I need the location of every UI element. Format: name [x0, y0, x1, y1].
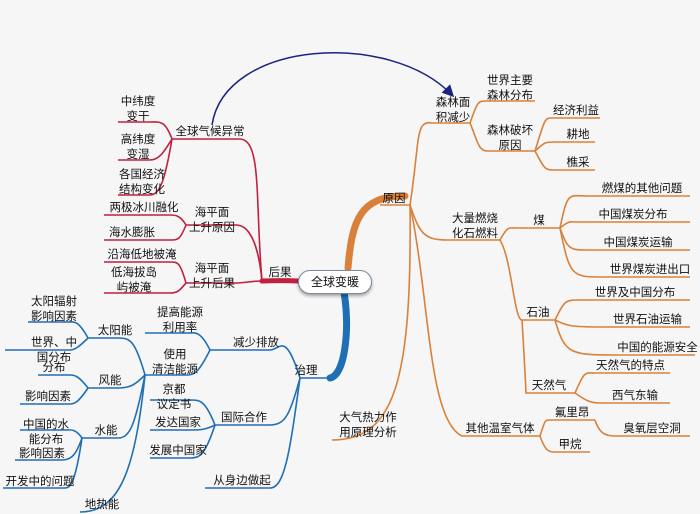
developed[interactable]: 发达国家 — [155, 415, 201, 429]
central-topic[interactable]: 全球变暖 — [298, 270, 372, 294]
kyoto[interactable]: 京都 议定书 — [156, 382, 192, 411]
energy-efficiency[interactable]: 提高能源 利用率 — [157, 305, 203, 334]
oil[interactable]: 石油 — [526, 305, 550, 319]
forest-loss[interactable]: 森林面 积减少 — [435, 95, 471, 124]
forest-farmland[interactable]: 耕地 — [566, 127, 590, 141]
developing[interactable]: 发展中国家 — [149, 443, 207, 457]
wind-factor[interactable]: 影响因素 — [25, 389, 71, 403]
econ-change[interactable]: 各国经济 结构变化 — [119, 167, 165, 196]
geothermal[interactable]: 地热能 — [84, 497, 120, 511]
gas-pipeline[interactable]: 西气东输 — [612, 388, 658, 402]
oil-dist[interactable]: 世界及中国分布 — [594, 285, 676, 299]
solar[interactable]: 太阳能 — [97, 323, 133, 337]
island-flood[interactable]: 低海拔岛 屿被淹 — [111, 265, 157, 294]
energy-security[interactable]: 中国的能源安全 — [617, 340, 698, 354]
solar-dist[interactable]: 世界、中 国分布 — [31, 335, 77, 364]
hydro-problem[interactable]: 开发中的问题 — [5, 474, 75, 488]
relation-arrow — [211, 52, 455, 126]
forest-logging[interactable]: 樵采 — [566, 155, 590, 169]
intl-coop[interactable]: 国际合作 — [221, 410, 267, 424]
solar-radiation[interactable]: 太阳辐射 影响因素 — [31, 294, 77, 323]
sea-expand[interactable]: 海水膨胀 — [109, 225, 155, 239]
natural-gas[interactable]: 天然气 — [531, 378, 567, 392]
gas-feature[interactable]: 天然气的特点 — [596, 358, 665, 372]
forest-damage[interactable]: 森林破坏 原因 — [487, 123, 533, 152]
high-lat[interactable]: 高纬度 变湿 — [120, 132, 156, 161]
methane[interactable]: 甲烷 — [558, 437, 582, 451]
sea-rise-effect[interactable]: 海平面 上升后果 — [189, 261, 235, 290]
ozone-hole[interactable]: 臭氧层空洞 — [623, 421, 681, 435]
oil-transport[interactable]: 世界石油运输 — [613, 312, 682, 326]
forest-world-dist[interactable]: 世界主要 森林分布 — [487, 73, 533, 102]
coal-other[interactable]: 燃煤的其他问题 — [601, 181, 683, 195]
hydro[interactable]: 水能 — [94, 423, 118, 437]
atmo-analysis[interactable]: 大气热力作 用原理分析 — [339, 410, 397, 439]
coast-flood[interactable]: 沿海低地被淹 — [107, 247, 177, 261]
fossil-fuel[interactable]: 大量燃烧 化石燃料 — [452, 211, 498, 240]
hydro-factor[interactable]: 影响因素 — [19, 446, 65, 460]
main-branch-govern — [326, 288, 350, 382]
clean-energy[interactable]: 使用 清洁能源 — [152, 347, 198, 376]
coal-transport[interactable]: 中国煤炭运输 — [603, 235, 673, 249]
other-gases[interactable]: 其他温室气体 — [465, 421, 535, 435]
reduce-emission[interactable]: 减少排放 — [233, 335, 279, 349]
freon[interactable]: 氟里昂 — [554, 405, 590, 419]
coal[interactable]: 煤 — [533, 213, 545, 227]
ice-melt[interactable]: 两极冰川融化 — [109, 200, 179, 214]
govern-label[interactable]: 治理 — [294, 363, 318, 377]
hydro-cn-dist[interactable]: 中国的水 能分布 — [23, 417, 69, 446]
wind[interactable]: 风能 — [98, 373, 122, 387]
coal-trade[interactable]: 世界煤炭进出口 — [609, 262, 691, 276]
climate-anomaly[interactable]: 全球气候异常 — [175, 124, 245, 138]
result-label[interactable]: 后果 — [268, 265, 292, 279]
coal-dist[interactable]: 中国煤炭分布 — [598, 207, 668, 221]
forest-econ[interactable]: 经济利益 — [553, 103, 599, 117]
main-branch-cause — [344, 192, 409, 272]
cause-label[interactable]: 原因 — [382, 191, 406, 205]
start-self[interactable]: 从身边做起 — [213, 473, 271, 487]
wind-dist[interactable]: 分布 — [42, 360, 66, 374]
sea-rise-cause[interactable]: 海平面 上升原因 — [189, 205, 235, 234]
mid-lat[interactable]: 中纬度 变干 — [120, 94, 156, 123]
